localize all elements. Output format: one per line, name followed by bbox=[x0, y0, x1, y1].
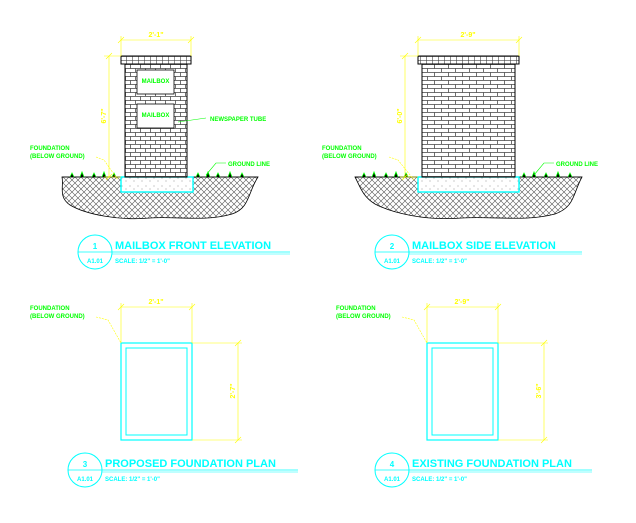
title-block-1: 1 A1.01 MAILBOX FRONT ELEVATION SCALE: 1… bbox=[77, 234, 290, 270]
title-block-4: 4 A1.01 EXISTING FOUNDATION PLAN SCALE: … bbox=[374, 452, 592, 488]
ground-line-label: GROUND LINE bbox=[556, 162, 598, 168]
height-dimension-text: 3'-6" bbox=[536, 383, 543, 398]
mailbox-opening-top bbox=[136, 69, 175, 95]
ground-line-label: GROUND LINE bbox=[228, 162, 270, 168]
foundation-outer bbox=[120, 342, 193, 441]
title-name: MAILBOX FRONT ELEVATION bbox=[115, 240, 271, 252]
earth-hatch bbox=[61, 176, 259, 220]
height-dimension bbox=[192, 339, 242, 444]
foundation-footing bbox=[120, 176, 194, 193]
mailbox-label-bottom: MAILBOX bbox=[142, 113, 170, 119]
title-block-2: 2 A1.01 MAILBOX SIDE ELEVATION SCALE: 1/… bbox=[374, 234, 582, 270]
title-number: 2 bbox=[390, 242, 395, 251]
column-outline bbox=[431, 347, 494, 436]
height-dimension bbox=[400, 52, 418, 181]
mailbox-label-top: MAILBOX bbox=[142, 79, 170, 85]
foundation-label-line2: (BELOW GROUND) bbox=[322, 154, 377, 160]
title-number: 4 bbox=[390, 460, 395, 469]
existing-foundation-plan-view: FOUNDATION (BELOW GROUND) 2'-9" 3'-6" bbox=[336, 299, 548, 444]
title-scale: SCALE: 1/2" = 1'-0" bbox=[412, 259, 467, 265]
foundation-label-line1: FOUNDATION bbox=[336, 306, 376, 312]
height-dimension-text: 6'-7" bbox=[101, 108, 108, 123]
title-sheet: A1.01 bbox=[87, 259, 104, 265]
width-dimension bbox=[117, 303, 196, 343]
width-dimension bbox=[423, 303, 502, 343]
title-name: PROPOSED FOUNDATION PLAN bbox=[105, 458, 276, 470]
height-dimension-text: 2'-7" bbox=[230, 383, 237, 398]
width-dimension-text: 2'-9" bbox=[454, 299, 469, 306]
proposed-foundation-plan-view: FOUNDATION (BELOW GROUND) 2'-1" 2'-7" bbox=[30, 299, 242, 444]
grass-tufts bbox=[69, 170, 245, 178]
width-dimension-text: 2'-9" bbox=[460, 32, 475, 39]
grass-tufts bbox=[361, 170, 573, 178]
front-elevation-view: MAILBOX MAILBOX NEWSPAPER TUBE FOUNDATIO… bbox=[30, 32, 270, 220]
width-dimension-text: 2'-1" bbox=[148, 32, 163, 39]
width-dimension-text: 2'-1" bbox=[148, 299, 163, 306]
title-sheet: A1.01 bbox=[384, 477, 401, 483]
height-dimension bbox=[498, 339, 548, 444]
title-number: 3 bbox=[83, 460, 88, 469]
foundation-label-line1: FOUNDATION bbox=[30, 146, 70, 152]
title-block-3: 3 A1.01 PROPOSED FOUNDATION PLAN SCALE: … bbox=[67, 452, 298, 488]
height-dimension-text: 6'-0" bbox=[397, 108, 404, 123]
brick-column bbox=[421, 63, 516, 178]
width-dimension bbox=[414, 36, 523, 56]
foundation-label-line1: FOUNDATION bbox=[30, 306, 70, 312]
column-cap bbox=[417, 55, 520, 65]
foundation-footing bbox=[417, 176, 520, 193]
side-elevation-view: FOUNDATION (BELOW GROUND) GROUND LINE 2'… bbox=[322, 32, 598, 219]
foundation-outer bbox=[426, 342, 499, 441]
foundation-label-line2: (BELOW GROUND) bbox=[30, 314, 85, 320]
title-scale: SCALE: 1/2" = 1'-0" bbox=[105, 477, 160, 483]
title-scale: SCALE: 1/2" = 1'-0" bbox=[412, 477, 467, 483]
height-dimension bbox=[104, 52, 121, 181]
foundation-label-line2: (BELOW GROUND) bbox=[336, 314, 391, 320]
earth-hatch bbox=[354, 176, 583, 219]
column-outline bbox=[125, 347, 188, 436]
width-dimension bbox=[117, 36, 195, 56]
mailbox-opening-bottom bbox=[136, 103, 175, 129]
foundation-label-line2: (BELOW GROUND) bbox=[30, 154, 85, 160]
title-name: MAILBOX SIDE ELEVATION bbox=[412, 240, 556, 252]
title-sheet: A1.01 bbox=[384, 259, 401, 265]
newspaper-tube-label: NEWSPAPER TUBE bbox=[210, 117, 266, 123]
title-sheet: A1.01 bbox=[77, 477, 94, 483]
foundation-label-line1: FOUNDATION bbox=[322, 146, 362, 152]
title-name: EXISTING FOUNDATION PLAN bbox=[412, 458, 572, 470]
title-scale: SCALE: 1/2" = 1'-0" bbox=[115, 259, 170, 265]
title-number: 1 bbox=[93, 242, 98, 251]
column-cap bbox=[120, 55, 192, 65]
